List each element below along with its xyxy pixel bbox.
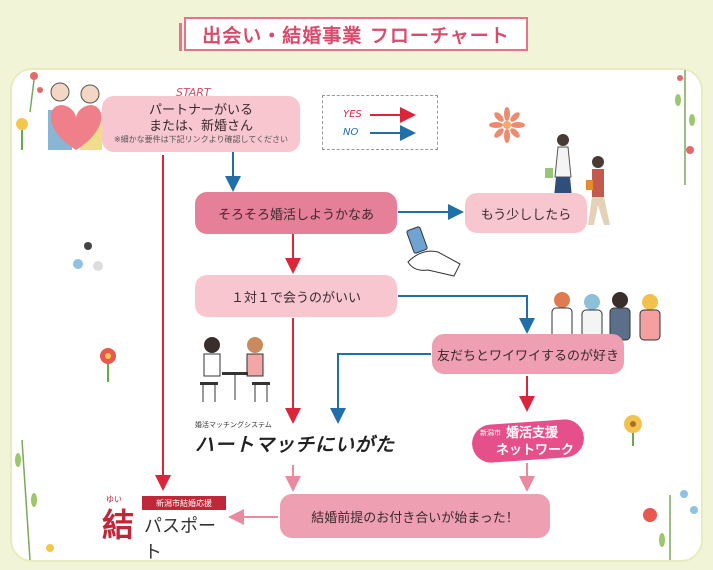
legend-no-label: NO bbox=[343, 127, 359, 138]
konkatsu-network-logo[interactable]: 新潟市 婚活支援 ネットワーク bbox=[468, 418, 588, 464]
legend-yes-label: YES bbox=[343, 109, 362, 120]
node-start-note: ※細かな要件は下記リンクより確認してください bbox=[113, 135, 289, 145]
passport-word-label: パスポート bbox=[144, 516, 216, 563]
passport-kanji-label: 結 bbox=[102, 506, 135, 544]
heart-match-sub-label: 婚活マッチングシステム bbox=[195, 421, 272, 429]
node-later: もう少ししたら bbox=[465, 193, 587, 233]
node-start-line1: パートナーがいる bbox=[148, 102, 253, 118]
flower-icon bbox=[643, 490, 698, 560]
cafe-date-illustration bbox=[200, 337, 270, 402]
heart-match-label: ハートマッチにいがた bbox=[195, 434, 396, 456]
node-one-on-one: １対１で会うのがいい bbox=[195, 275, 397, 317]
niigata-yui-passport-logo[interactable]: 新潟市結婚応援 ゆい 結 パスポート bbox=[100, 494, 230, 563]
flower-icon bbox=[624, 415, 642, 446]
node-konkatsu: そろそろ婚活しようかなあ bbox=[195, 192, 397, 234]
network-small-label: 新潟市 bbox=[480, 429, 501, 437]
flower-icon bbox=[100, 348, 116, 382]
legend: YES NO bbox=[322, 95, 438, 150]
passport-tag-label: 新潟市結婚応援 bbox=[142, 496, 226, 510]
node-friends: 友だちとワイワイするのが好き bbox=[432, 334, 624, 374]
node-start: パートナーがいる または、新婚さん ※細かな要件は下記リンクより確認してください bbox=[102, 96, 300, 152]
passport-ruby-label: ゆい bbox=[106, 495, 122, 504]
page-title: 出会い・結婚事業 フローチャート bbox=[179, 17, 528, 51]
couple-with-heart-illustration bbox=[48, 82, 102, 150]
flower-icon bbox=[489, 107, 525, 143]
arrow-oneonone-no bbox=[398, 295, 535, 334]
flower-icon bbox=[675, 70, 695, 185]
smartphone-hand-illustration bbox=[406, 226, 461, 277]
arrow-friends-no bbox=[330, 353, 431, 424]
flower-icon bbox=[15, 439, 54, 561]
heart-match-niigata-logo[interactable]: 婚活マッチングシステム ハートマッチにいがた bbox=[195, 420, 395, 460]
start-label: START bbox=[176, 86, 211, 99]
friends-group-illustration bbox=[551, 292, 661, 341]
flower-icon bbox=[73, 242, 103, 271]
flower-icon bbox=[16, 72, 43, 150]
node-engaged: 結婚前提のお付き合いが始まった！ bbox=[280, 494, 550, 538]
network-top-label: 婚活支援 bbox=[506, 426, 559, 441]
network-bottom-label: ネットワーク bbox=[496, 443, 575, 458]
node-start-line2: または、新婚さん bbox=[148, 119, 253, 134]
